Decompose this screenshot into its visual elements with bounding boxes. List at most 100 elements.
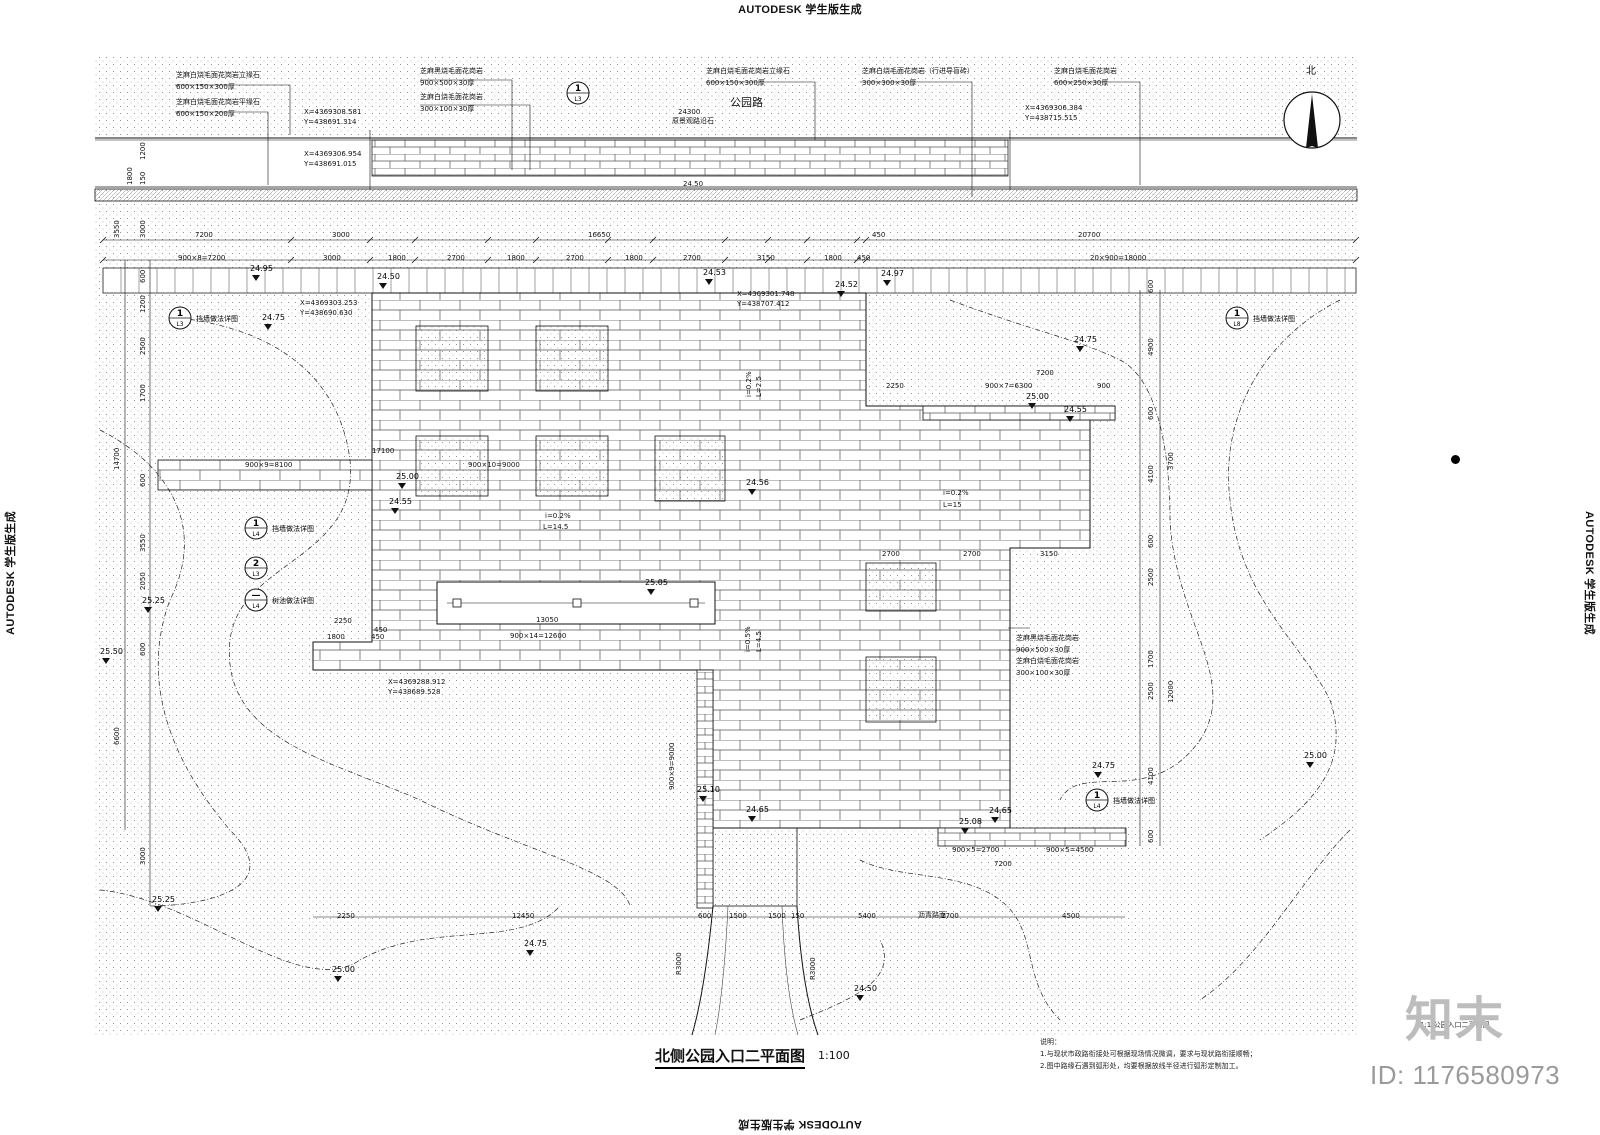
dim-right-3: 4100 — [1147, 465, 1155, 483]
coordinate-c6-1: Y=438689.528 — [388, 688, 441, 696]
dim-bottom-3: 1500 — [729, 912, 747, 920]
dim-misc-18: 900×5=2700 — [952, 846, 1000, 854]
elevation-triangle — [264, 324, 272, 330]
elevation-triangle — [748, 489, 756, 495]
detail-reference-number: — — [252, 591, 261, 601]
dim-left-6: 600 — [139, 473, 147, 487]
dim-second-2: 1800 — [388, 254, 406, 262]
coordinate-c3-0: X=4369306.384 — [1025, 104, 1083, 112]
elevation-marker: 25.05 — [645, 578, 668, 595]
elevation-value: 25.00 — [332, 965, 355, 974]
marker-dot — [1451, 455, 1460, 464]
elevation-value: 24.50 — [854, 984, 877, 993]
dim-second-8: 3150 — [757, 254, 775, 262]
elevation-triangle — [883, 280, 891, 286]
material-label-m3-0: 芝麻黑烧毛面花岗岩 — [420, 67, 483, 75]
dim-top-3: 450 — [872, 231, 886, 239]
slope-label-2: i=0.2% — [943, 489, 969, 497]
dim-right-2: 600 — [1147, 406, 1155, 420]
elevation-value: 25.50 — [100, 647, 123, 656]
elevation-marker: 25.00 — [332, 965, 355, 982]
notes-heading: 说明： — [1040, 1038, 1061, 1046]
elevation-triangle — [379, 283, 387, 289]
detail-reference: 1L3 — [566, 81, 590, 105]
dim-misc-7: 17100 — [372, 447, 395, 455]
dim-misc-22: R3000 — [675, 952, 683, 975]
elevation-value: 24.50 — [377, 272, 400, 281]
elevation-marker: 24.75 — [262, 313, 285, 330]
detail-reference-sheet: L4 — [252, 531, 259, 538]
dim-right-9: 12000 — [1167, 680, 1175, 703]
watermark-right: AUTODESK 学生版生成 — [1582, 511, 1595, 635]
elevation-value: 24.75 — [524, 939, 547, 948]
material-label-m1-0: 芝麻白烧毛面花岗岩立缘石 — [176, 71, 260, 79]
entrance-curve-right — [796, 905, 819, 1036]
material-label-m5-0: 芝麻白烧毛面花岗岩立缘石 — [706, 67, 790, 75]
elevation-triangle — [837, 291, 845, 297]
detail-reference: 2L3 — [244, 556, 268, 580]
coordinate-c1-1: Y=438691.314 — [304, 118, 357, 126]
material-label-m7-0: 芝麻白烧毛面花岗岩 — [1054, 67, 1117, 75]
detail-reference-label: 挡墙做法详图 — [1113, 796, 1155, 805]
dim-misc-0: 24300 — [678, 108, 701, 116]
material-label-m7-1: 600×250×30厚 — [1054, 79, 1109, 87]
elevation-value: 25.00 — [1026, 392, 1049, 401]
coordinate-c1-0: X=4369308.581 — [304, 108, 362, 116]
elevation-value: 25.00 — [396, 472, 419, 481]
detail-reference-number: 2 — [253, 559, 259, 569]
road-curb-strip — [94, 188, 1358, 202]
dim-misc-20: 7200 — [994, 860, 1012, 868]
elevation-marker: 25.25 — [142, 596, 165, 613]
dim-top-0: 7200 — [195, 231, 213, 239]
elevation-value: 24.97 — [881, 269, 904, 278]
elevation-marker: 25.00 — [1026, 392, 1049, 409]
elevation-value: 24.53 — [703, 268, 726, 277]
planter-3 — [415, 435, 489, 497]
slope-label-1: L=14.5 — [543, 523, 569, 531]
dim-bottom-0: 2250 — [337, 912, 355, 920]
dim-left-4: 2500 — [139, 337, 147, 355]
leader-lines — [175, 79, 1141, 651]
dim-left-0: 3550 — [113, 220, 121, 238]
road-name-label: 公园路 — [730, 96, 763, 109]
elevation-value: 25.08 — [959, 817, 982, 826]
dim-second-7: 2700 — [683, 254, 701, 262]
elevation-value: 25.05 — [645, 578, 668, 587]
elevation-marker: 24.95 — [250, 264, 273, 281]
sheet-stamp: 1:1 公园入口二平面图 — [1420, 1021, 1490, 1029]
detail-reference-number: 1 — [575, 84, 581, 94]
elevation-triangle — [961, 828, 969, 834]
elevation-marker: 24.75 — [1074, 335, 1097, 352]
detail-reference-label: 挡墙做法详图 — [272, 524, 314, 533]
elevation-value: 24.75 — [1074, 335, 1097, 344]
dim-second-11: 20×900=18000 — [1090, 254, 1147, 262]
dim-bottom-2: 600 — [698, 912, 712, 920]
elevation-triangle — [1306, 762, 1314, 768]
dim-left-12: 14700 — [113, 447, 121, 470]
coordinate-c2-1: Y=438691.015 — [304, 160, 357, 168]
elevation-triangle — [647, 589, 655, 595]
dim-bottom-1: 12450 — [512, 912, 535, 920]
elevation-triangle — [748, 816, 756, 822]
dim-second-5: 2700 — [566, 254, 584, 262]
dim-second-3: 2700 — [447, 254, 465, 262]
elevation-marker: 25.50 — [100, 647, 123, 664]
dim-right-4: 3700 — [1167, 452, 1175, 470]
elevation-value: 24.65 — [989, 806, 1012, 815]
misc-label-0: 原景观路沿石 — [672, 117, 714, 125]
dim-top-2: 16650 — [588, 231, 611, 239]
elevation-triangle — [991, 817, 999, 823]
curb-tick-marks — [102, 268, 1346, 293]
coordinate-c5-1: Y=438707.412 — [737, 300, 790, 308]
coordinate-c3-1: Y=438715.515 — [1025, 114, 1078, 122]
slope-label-3: L=15 — [943, 501, 962, 509]
dim-right-6: 2500 — [1147, 568, 1155, 586]
elevation-marker: 25.10 — [697, 785, 720, 802]
